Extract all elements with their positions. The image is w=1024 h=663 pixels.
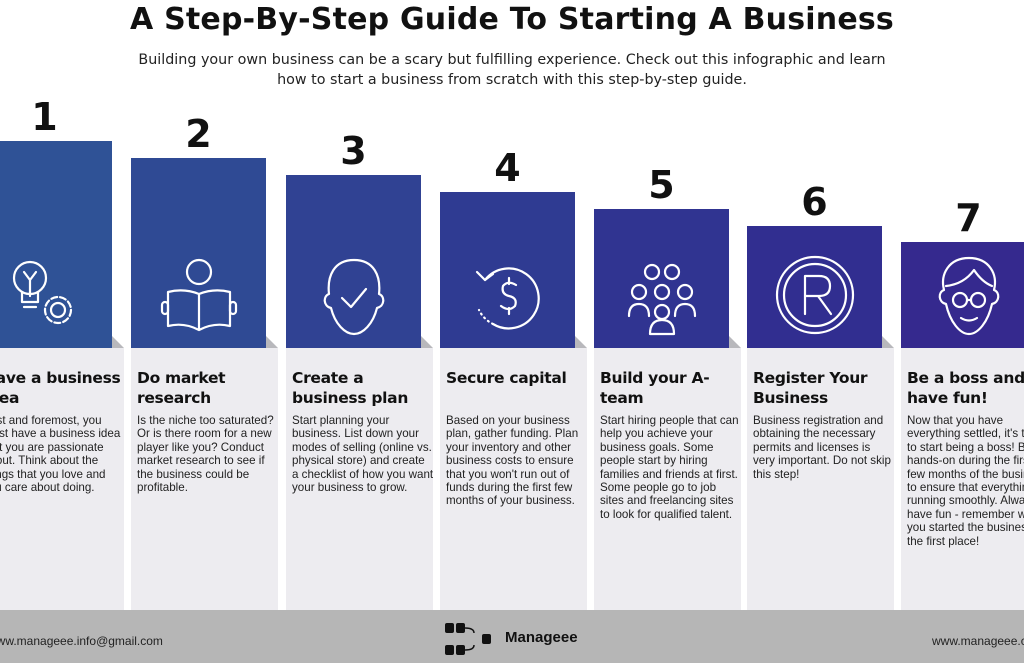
registered-icon [747,250,882,340]
step-column-6: 6 Register Your Business Business regist… [747,0,894,610]
footer-brand: Manageee [505,629,578,646]
step-column-4: 4 Secure capital Based on your business … [440,0,587,610]
step-column-3: 3 Create a business plan Start planning … [286,0,433,610]
step-description: Based on your business plan, gather fund… [446,414,579,508]
boss-face-icon [901,250,1024,340]
step-description: First and foremost, you must have a busi… [0,414,121,495]
step-heading: Have a business idea [0,369,121,407]
fold-corner [575,336,587,348]
team-icon [594,250,729,340]
step-color-box [594,209,729,348]
step-number: 5 [648,163,675,207]
step-column-7: 7 Be a boss and have fun! Now that you h… [901,0,1024,610]
step-description: Is the niche too saturated? Or is there … [137,414,274,495]
step-heading: Do market research [137,369,226,407]
step-heading: Secure capital [446,369,567,387]
step-color-box [0,141,112,348]
fold-corner [266,336,278,348]
head-check-icon [286,250,421,340]
step-card [747,348,894,610]
step-color-box [901,242,1024,348]
footer-email: www.manageee.info@gmail.com [0,634,163,648]
step-color-box [440,192,575,348]
footer: www.manageee.info@gmail.com Manageee www… [0,610,1024,663]
step-column-2: 2 Do market research Is the niche too sa… [131,0,278,610]
step-description: Start planning your business. List down … [292,414,434,495]
reading-person-icon [131,250,266,340]
step-heading: Build your A-team [600,369,710,407]
step-card [594,348,741,610]
step-column-1: 1 Have a business idea First and foremos… [0,0,124,610]
step-number: 6 [801,180,828,224]
page-title: A Step-By-Step Guide To Starting A Busin… [130,2,894,37]
fold-corner [421,336,433,348]
step-column-5: 5 Build your A-team Start hiring people … [594,0,741,610]
step-number: 1 [31,95,58,139]
fold-corner [882,336,894,348]
step-card [0,348,124,610]
step-heading: Be a boss and have fun! [907,369,1024,407]
step-card [131,348,278,610]
page-subtitle: Building your own business can be a scar… [138,52,886,88]
fold-corner [729,336,741,348]
step-description: Start hiring people that can help you ac… [600,414,739,521]
step-heading: Register Your Business [753,369,868,407]
manageee-logo-icon [445,623,491,655]
step-number: 3 [340,129,367,173]
step-color-box [286,175,421,348]
step-number: 4 [494,146,521,190]
step-card [440,348,587,610]
step-number: 7 [955,196,982,240]
step-description: Now that you have everything settled, it… [907,414,1024,548]
step-heading: Create a business plan [292,369,409,407]
fold-corner [112,336,124,348]
step-number: 2 [185,112,212,156]
dollar-cycle-icon [440,250,575,340]
footer-website: www.manageee.com [932,634,1024,648]
step-color-box [747,226,882,348]
lightbulb-gear-icon [0,250,112,340]
step-card [286,348,433,610]
step-description: Business registration and obtaining the … [753,414,891,481]
step-card [901,348,1024,610]
